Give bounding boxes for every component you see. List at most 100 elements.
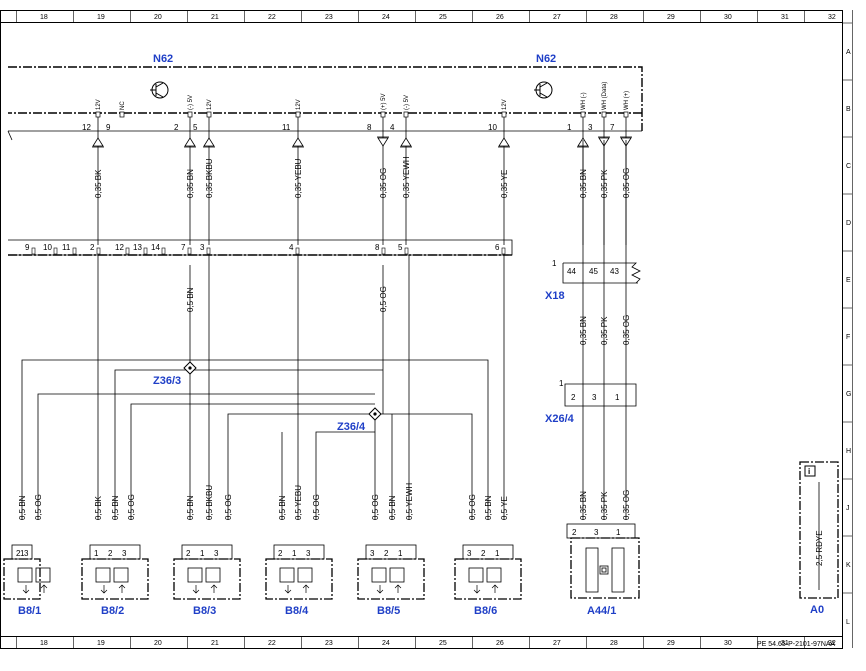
terminal-pin-number: 8 (367, 123, 372, 132)
x264-side-pin: 1 (559, 379, 564, 388)
terminal-pin (119, 111, 125, 118)
terminal-signal-label: WH (+) (624, 91, 630, 110)
sensor-element-icon (187, 567, 203, 583)
wire-label: 0,35 BN (579, 491, 588, 520)
sensor-pin-number: 1 (495, 549, 500, 558)
wire-label: 0,5 BN (278, 495, 287, 520)
column-number: 24 (382, 14, 390, 21)
strip-pin-number: 12 (115, 243, 124, 252)
terminal-pin (403, 111, 409, 118)
strip-pin-number: 7 (181, 243, 186, 252)
sensor-pin-number: 3 (214, 549, 219, 558)
a0-label: A0 (810, 604, 824, 616)
terminal-pin (95, 111, 101, 118)
strip-pin (96, 247, 101, 255)
strip-pin-number: 11 (62, 243, 71, 252)
wire-label: 0,5 YE (500, 496, 509, 520)
sensor-housing (454, 558, 522, 600)
terminal-pin-number: 12 (82, 123, 91, 132)
signal-arrow-icon (22, 584, 48, 594)
sensor-pin-number: 3 (370, 549, 375, 558)
strip-pin-number: 13 (133, 243, 142, 252)
column-number: 26 (496, 640, 504, 647)
terminal-pin-number: 2 (174, 123, 179, 132)
terminal-pin-number: 10 (488, 123, 497, 132)
wire-label: 0,5 OG (371, 494, 380, 520)
strip-pin-number: 8 (375, 243, 380, 252)
x18-pin-number: 43 (610, 267, 619, 276)
column-number: 18 (40, 640, 48, 647)
sensor-element-icon (297, 567, 313, 583)
wire-label: 0,5 OG (468, 494, 477, 520)
sensor-label: B8/5 (377, 605, 400, 617)
wire-label: 0,5 BN (18, 495, 27, 520)
sensor-label: B8/2 (101, 605, 124, 617)
arrow-up-icon (184, 137, 196, 147)
terminal-pin-number: 11 (282, 123, 291, 132)
sensor-pin-number: 1 (20, 549, 25, 558)
column-number: 27 (553, 14, 561, 21)
sensor-pin-number: 1 (94, 549, 99, 558)
sensor-housing (3, 558, 41, 600)
arrow-up-icon (498, 137, 510, 147)
wire-label: 0,35 OG (622, 168, 631, 198)
column-number: 31 (781, 14, 789, 21)
sensor-pin-number: 2 (108, 549, 113, 558)
wire-label: 0,35 BN (579, 316, 588, 345)
strip-pin (381, 247, 386, 255)
sensor-pin-number: 3 (467, 549, 472, 558)
row-letter: D (846, 220, 851, 227)
wire-label: 0,5 OG (379, 286, 388, 312)
drawing-frame (0, 10, 843, 649)
strip-pin (187, 247, 192, 255)
terminal-pin-number: 1 (567, 123, 572, 132)
wire-label: 0,5 BN (484, 495, 493, 520)
x264-pin-number: 2 (571, 393, 576, 402)
terminal-pin-number: 9 (106, 123, 111, 132)
sensor-element-icon (35, 567, 51, 583)
wire-label: 0,35 BKBU (205, 158, 214, 198)
terminal-pin (380, 111, 386, 118)
wire-label: 0,35 PK (600, 491, 609, 520)
sensor-element-icon (279, 567, 295, 583)
wire-label: 0,5 OG (224, 494, 233, 520)
column-number: 32 (828, 14, 836, 21)
strip-pin-number: 3 (200, 243, 205, 252)
sensor-pin-number: 2 (481, 549, 486, 558)
column-number: 32 (828, 640, 836, 647)
strip-pin-number: 10 (43, 243, 52, 252)
sensor-label: B8/1 (18, 605, 41, 617)
wire-label: 0,5 BN (186, 495, 195, 520)
column-number: 29 (667, 14, 675, 21)
document-reference: PE 54.65-P-2101-97NAA (757, 641, 836, 648)
column-number: 23 (325, 640, 333, 647)
column-number: 21 (211, 14, 219, 21)
sensor-housing (173, 558, 241, 600)
row-letter: J (846, 505, 850, 512)
wire-label: 0,5 BN (388, 495, 397, 520)
n62-label-right: N62 (536, 53, 556, 65)
sensor-element-icon (389, 567, 405, 583)
column-number: 19 (97, 640, 105, 647)
n62-box (7, 66, 643, 141)
wire-label: 0,5 OG (127, 494, 136, 520)
sensor-element-icon (486, 567, 502, 583)
x18-connector (562, 262, 641, 284)
terminal-pin-number: 4 (390, 123, 395, 132)
column-number: 18 (40, 14, 48, 21)
column-number: 23 (325, 14, 333, 21)
arrow-down-icon (377, 137, 389, 147)
terminal-pin-number: 7 (610, 123, 615, 132)
signal-arrow-icon (284, 584, 310, 594)
terminal-signal-label: (-) 5V (188, 95, 194, 110)
terminal-signal-label: WH (-) (581, 92, 587, 110)
column-number: 28 (610, 14, 618, 21)
x18-pin-number: 44 (567, 267, 576, 276)
strip-pin-number: 5 (398, 243, 403, 252)
sensor-pin-number: 3 (122, 549, 127, 558)
x18-pin-number: 45 (589, 267, 598, 276)
wire-label: 0,5 YEBU (294, 485, 303, 520)
